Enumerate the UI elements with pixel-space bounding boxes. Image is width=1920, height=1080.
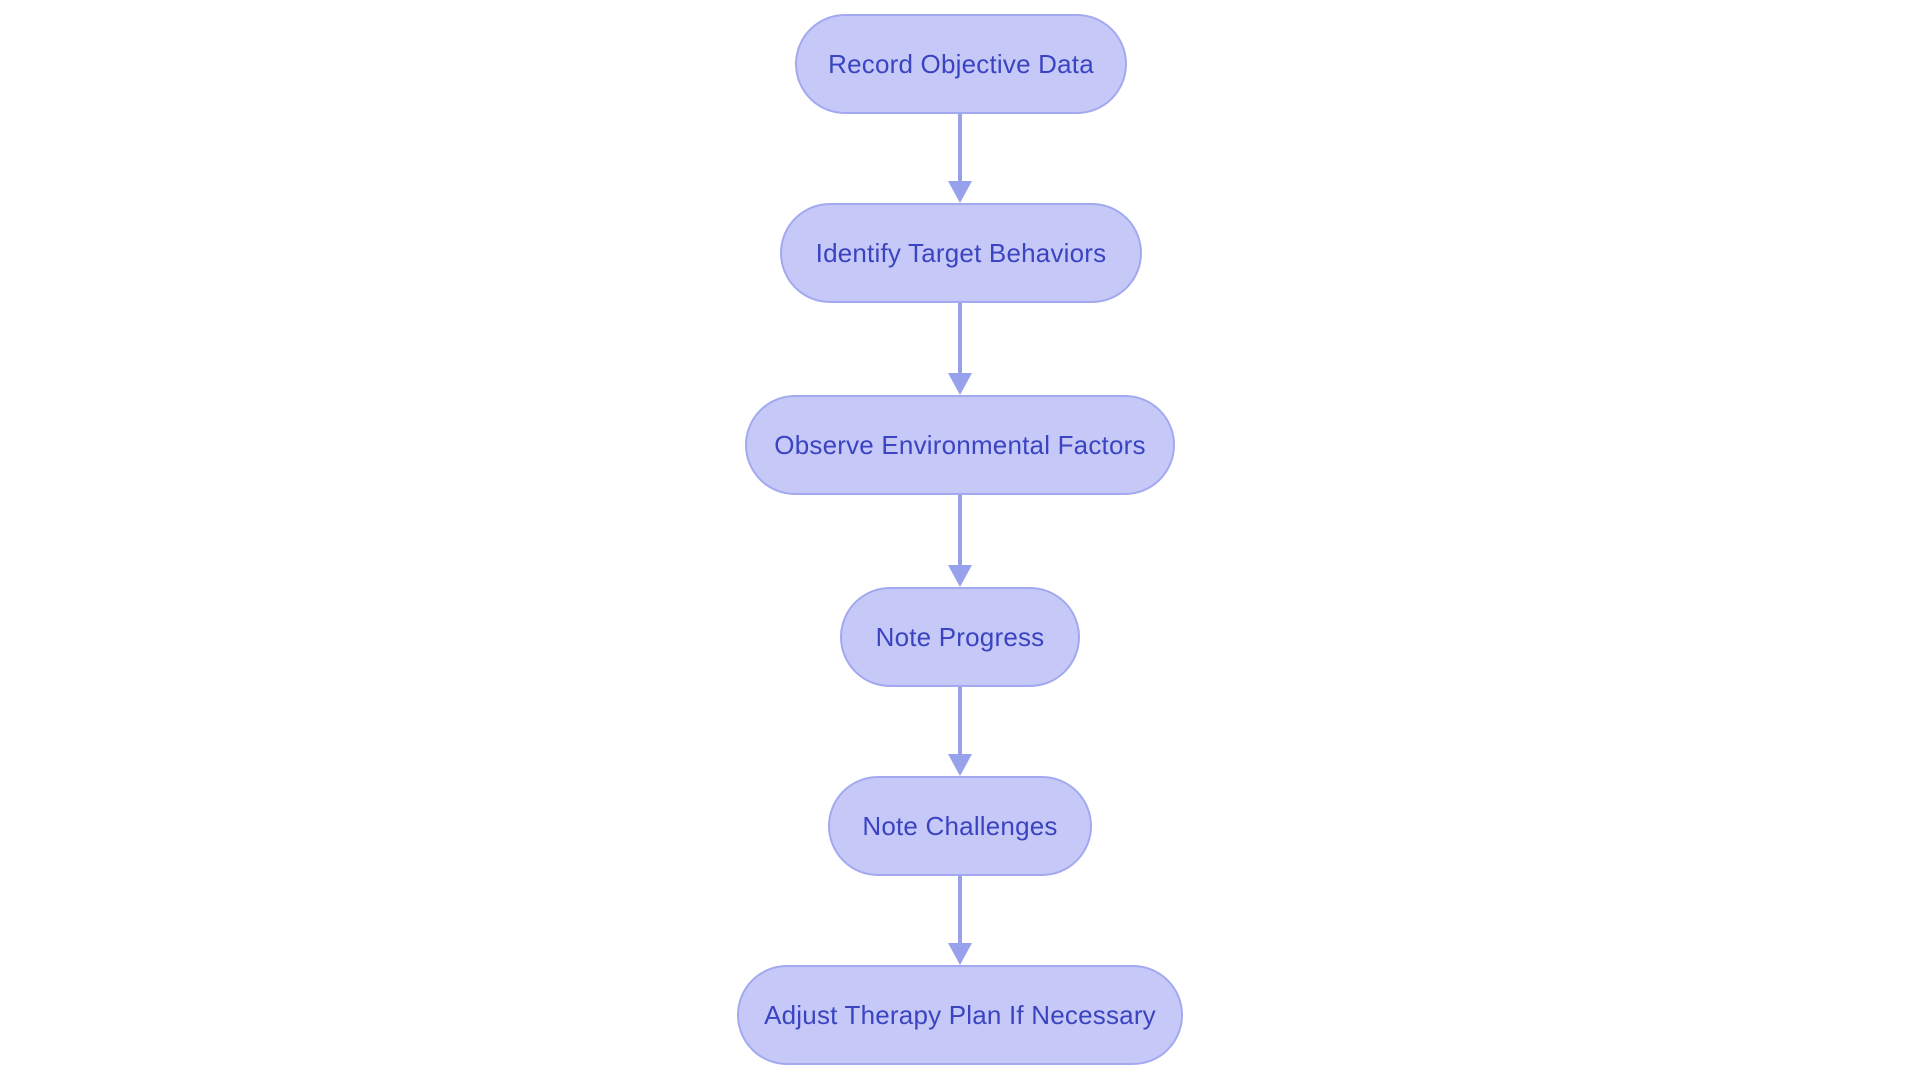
node-identify-target-behaviors: Identify Target Behaviors [780, 203, 1142, 303]
arrow-down-icon [948, 943, 972, 965]
arrow-line [958, 687, 962, 754]
node-label: Note Challenges [862, 810, 1058, 841]
node-label: Record Objective Data [828, 48, 1094, 79]
arrow-down-icon [948, 565, 972, 587]
arrow-down-icon [948, 181, 972, 203]
arrow-down-icon [948, 754, 972, 776]
flow-arrow-3 [948, 495, 972, 587]
arrow-line [958, 303, 962, 373]
node-observe-environmental-factors: Observe Environmental Factors [745, 395, 1175, 495]
flow-arrow-4 [948, 687, 972, 776]
flow-arrow-2 [948, 303, 972, 395]
node-record-objective-data: Record Objective Data [795, 14, 1127, 114]
node-label: Identify Target Behaviors [815, 237, 1107, 268]
node-label: Note Progress [875, 621, 1045, 652]
flow-arrow-1 [948, 114, 972, 203]
flow-arrow-5 [948, 876, 972, 965]
arrow-down-icon [948, 373, 972, 395]
node-note-progress: Note Progress [840, 587, 1080, 687]
arrow-line [958, 114, 962, 181]
arrow-line [958, 495, 962, 565]
node-label: Adjust Therapy Plan If Necessary [764, 999, 1156, 1030]
node-label: Observe Environmental Factors [774, 429, 1146, 460]
arrow-line [958, 876, 962, 943]
node-note-challenges: Note Challenges [828, 776, 1092, 876]
node-adjust-therapy-plan: Adjust Therapy Plan If Necessary [737, 965, 1183, 1065]
